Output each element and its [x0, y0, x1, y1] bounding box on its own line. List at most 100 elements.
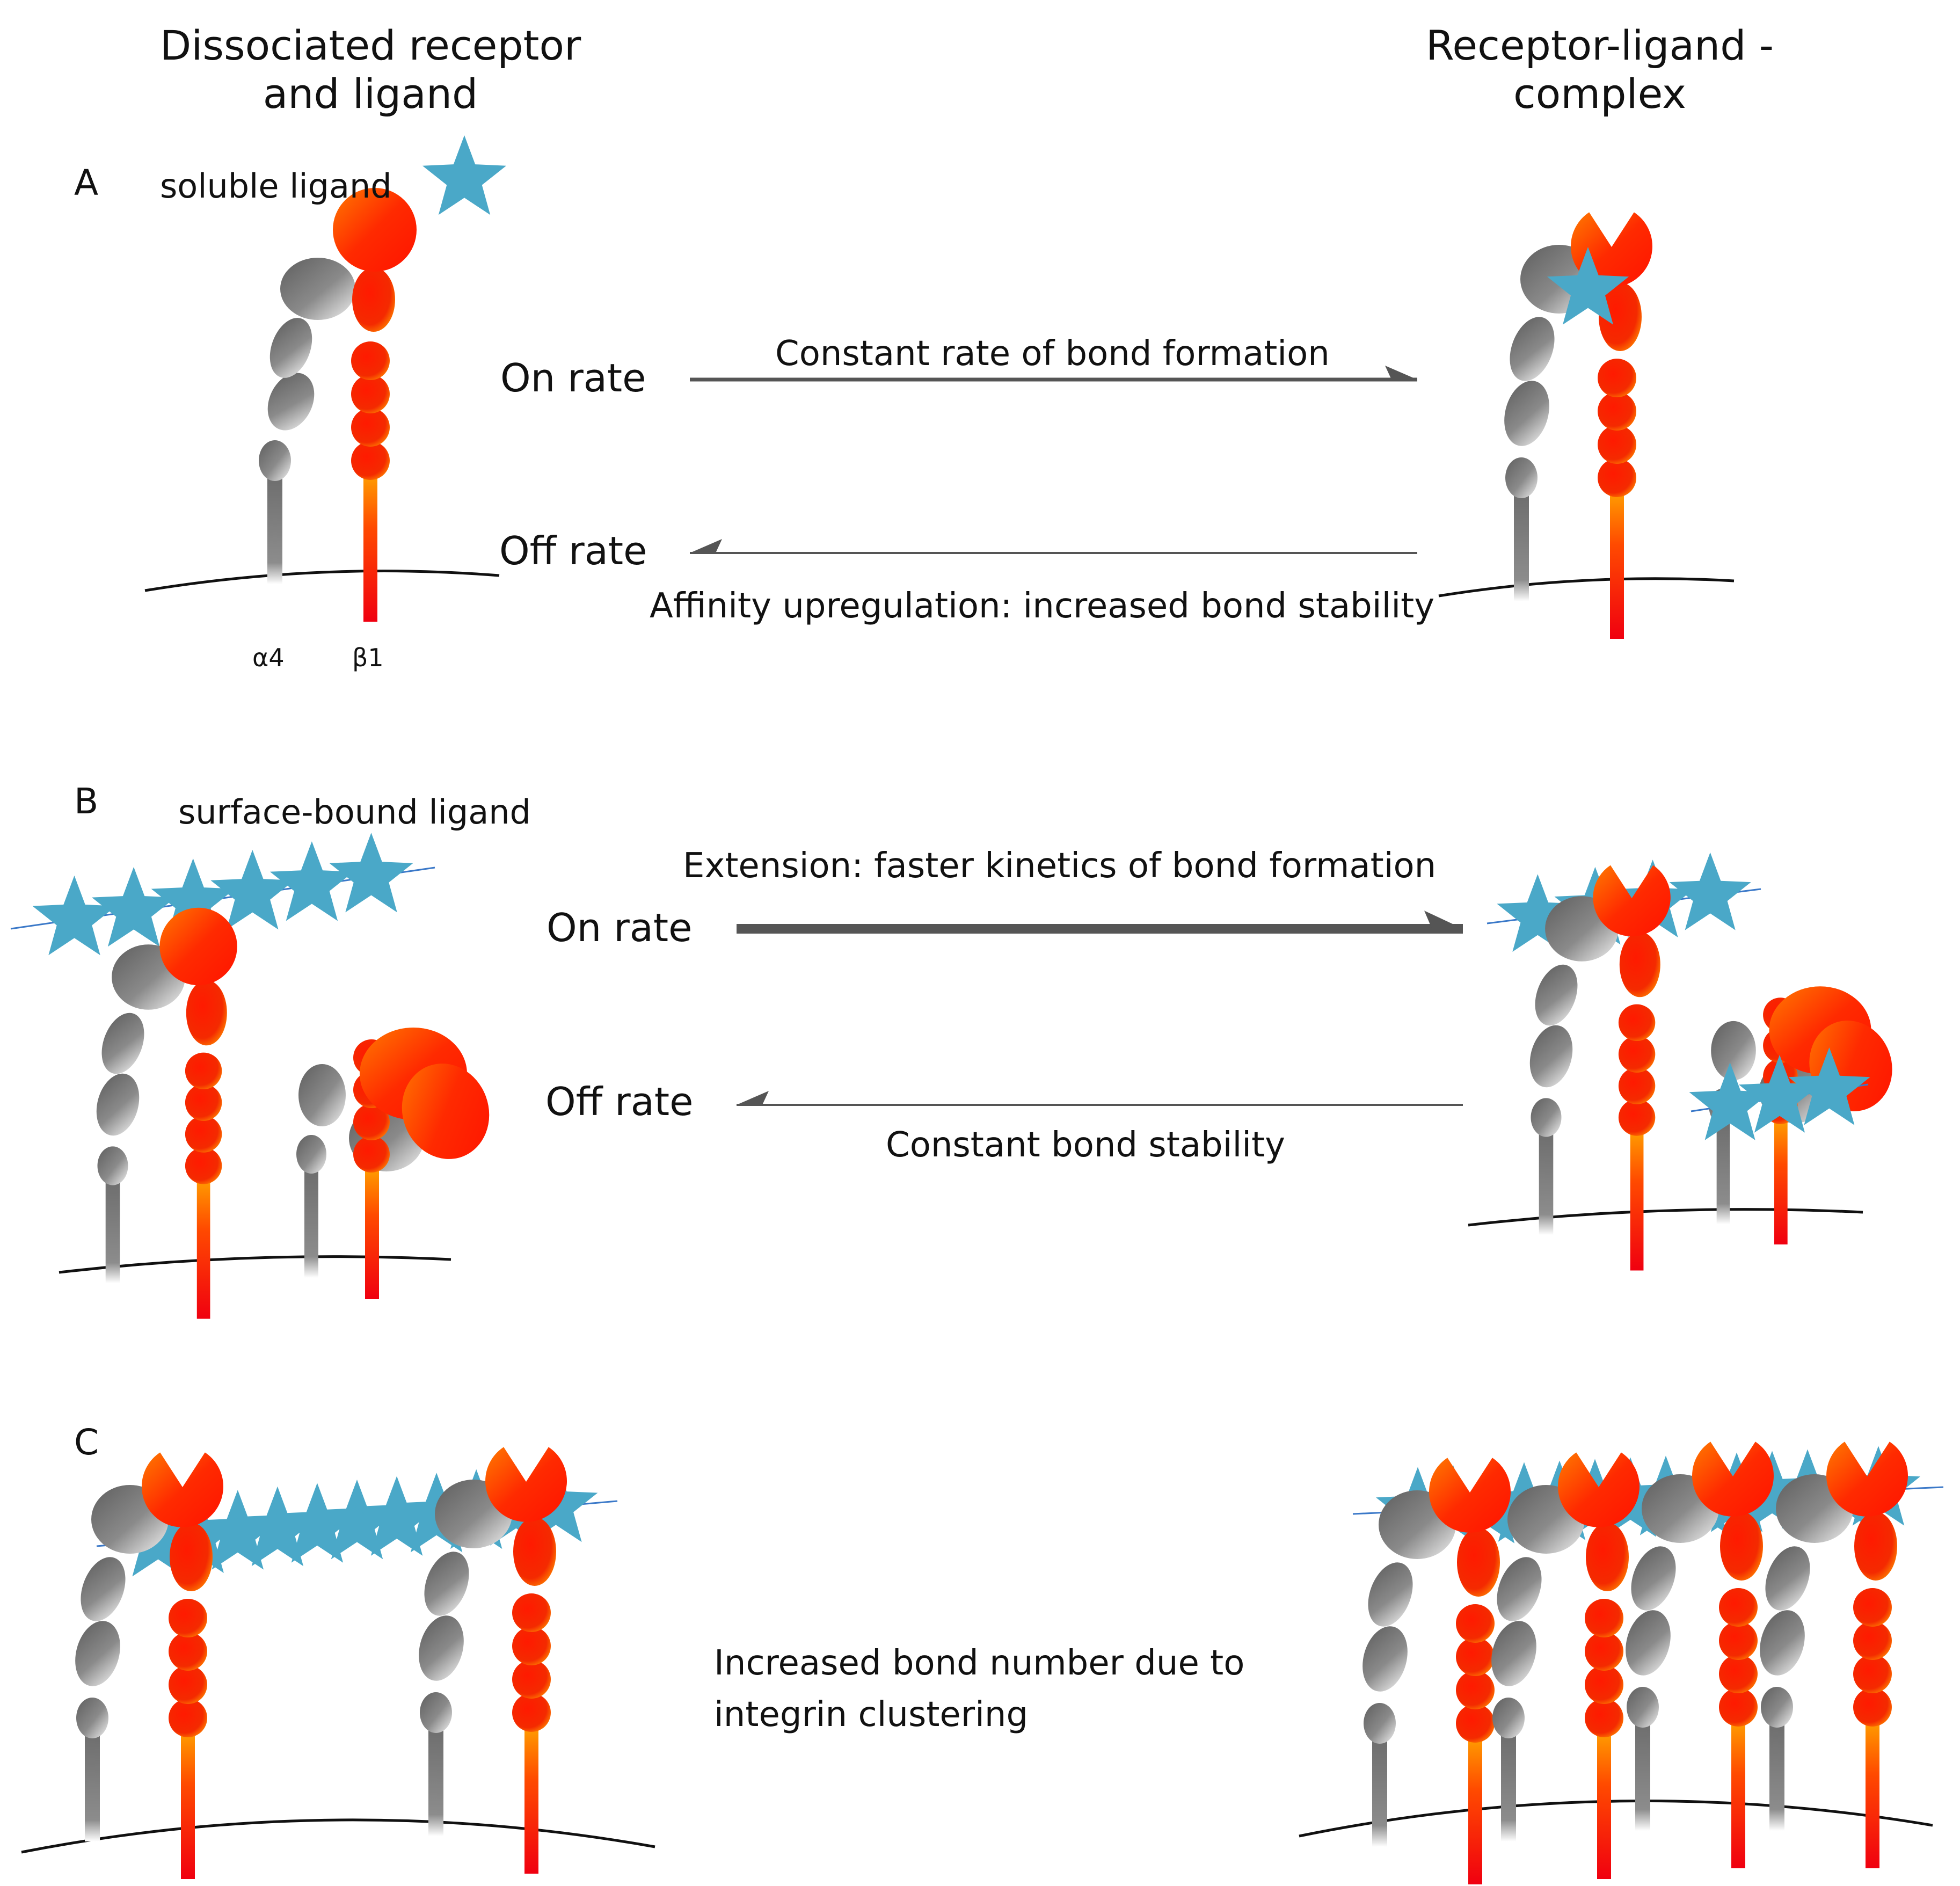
- beta-stem: [1866, 1723, 1879, 1868]
- alpha-stem: [1372, 1739, 1387, 1847]
- beta-hybrid-domain: [402, 1064, 490, 1159]
- panel-a-on-rate: On rate: [500, 355, 646, 400]
- panel-a-off-rate: Off rate: [499, 528, 647, 573]
- beta-egf-domain: [1598, 458, 1636, 497]
- beta-hybrid-domain: [1619, 931, 1660, 997]
- beta1-subunit: [1429, 1458, 1511, 1884]
- beta-stem: [365, 1170, 379, 1299]
- alpha-domain: [1510, 317, 1555, 381]
- beta-i-head: [142, 1452, 223, 1527]
- panel-b-on-arrow: [737, 911, 1463, 934]
- beta-egf-domain: [353, 1104, 390, 1140]
- alpha-domain: [1761, 1687, 1793, 1728]
- beta-hybrid-domain: [186, 980, 227, 1046]
- panel-c-letter: C: [74, 1422, 99, 1463]
- alpha4-subunit: [1362, 1490, 1456, 1847]
- alpha-domain: [1368, 1562, 1413, 1627]
- beta-egf-domain: [1853, 1588, 1892, 1627]
- beta-egf-domain: [169, 1599, 207, 1637]
- alpha-stem: [1514, 494, 1529, 601]
- beta-egf-domain: [512, 1693, 551, 1732]
- surface-bound-ligand-label: surface-bound ligand: [178, 792, 531, 832]
- ligand-star-icon: [92, 866, 176, 947]
- beta1-subunit: [142, 1452, 223, 1879]
- integrin-heterodimer: [75, 1452, 223, 1879]
- alpha4-subunit: [75, 1485, 169, 1841]
- alpha-domain: [1760, 1610, 1805, 1676]
- alpha-domain: [1627, 1687, 1659, 1728]
- beta1-subunit: [1692, 1441, 1774, 1868]
- panel-b-off-rate: Off rate: [545, 1079, 694, 1124]
- alpha-domain: [1711, 1021, 1756, 1081]
- beta-stem: [1731, 1723, 1745, 1868]
- beta-egf-domain: [1853, 1655, 1892, 1693]
- beta-egf-domain: [1456, 1704, 1495, 1743]
- ligand-star-icon: [1738, 1055, 1821, 1133]
- beta-egf-domain: [1719, 1655, 1758, 1693]
- panel-b-on-text: Extension: faster kinetics of bond forma…: [683, 846, 1437, 886]
- beta-egf-domain: [512, 1660, 551, 1699]
- beta-egf-domain: [1719, 1621, 1758, 1660]
- beta1-subunit: [333, 188, 417, 622]
- alpha-domain: [298, 1064, 346, 1126]
- alpha-stem: [428, 1729, 443, 1836]
- alpha-stem: [1635, 1723, 1650, 1831]
- beta-egf-domain: [1853, 1621, 1892, 1660]
- alpha-domain: [1535, 964, 1578, 1026]
- ligand-star-icon: [195, 1490, 280, 1570]
- beta-egf-domain: [1585, 1699, 1623, 1737]
- beta-egf-domain: [185, 1052, 222, 1090]
- integrin-heterodimer: [259, 188, 417, 622]
- alpha4-subunit: [259, 258, 355, 584]
- integrin-heterodimer: [1626, 1441, 1774, 1868]
- beta-hybrid-domain: [170, 1523, 213, 1591]
- beta-egf-domain: [1598, 359, 1636, 397]
- alpha-domain: [267, 373, 315, 431]
- beta-stem: [1597, 1734, 1611, 1879]
- beta-stem: [196, 1181, 210, 1319]
- beta-egf-domain: [169, 1665, 207, 1704]
- ligand-star-icon: [1788, 1047, 1870, 1125]
- beta-egf-domain: [351, 408, 390, 447]
- alpha-domain: [1364, 1703, 1396, 1744]
- beta-egf-domain: [1719, 1688, 1758, 1727]
- alpha-domain: [101, 1013, 144, 1074]
- cell-membrane: [21, 1818, 655, 1854]
- beta-hybrid-domain: [1854, 1512, 1897, 1581]
- ligand-star-icon: [315, 1480, 399, 1560]
- beta-stem: [181, 1734, 195, 1879]
- alpha-domain: [1529, 1025, 1573, 1088]
- integrin-heterodimer: [1491, 1452, 1640, 1879]
- alpha-domain: [81, 1557, 126, 1621]
- beta-egf-domain: [512, 1593, 551, 1632]
- beta1-subunit: [485, 1447, 567, 1874]
- alpha-domain: [419, 1615, 464, 1681]
- panel-c: [21, 1441, 1944, 1884]
- beta-stem: [1610, 494, 1624, 639]
- beta1-subunit: [159, 907, 237, 1319]
- ligand-star-icon: [329, 833, 413, 913]
- alpha-stem: [304, 1170, 318, 1278]
- alpha-domain: [96, 1073, 140, 1136]
- ligand-star-icon: [235, 1486, 319, 1567]
- beta-egf-domain: [1585, 1665, 1623, 1704]
- alpha-stem: [105, 1181, 120, 1283]
- ligand-star-icon: [210, 850, 295, 930]
- alpha-domain: [259, 440, 291, 481]
- beta-stem: [1630, 1133, 1644, 1271]
- beta-egf-domain: [1618, 1036, 1656, 1073]
- alpha4-subunit: [1491, 1485, 1585, 1841]
- alpha-domain: [1497, 1557, 1542, 1621]
- beta-hybrid-domain: [352, 267, 395, 332]
- panel-a-on-arrow: [690, 366, 1417, 382]
- alpha4-label: α4: [252, 643, 285, 672]
- cell-membrane: [144, 570, 500, 592]
- beta-egf-domain: [1598, 425, 1636, 464]
- beta-stem: [363, 477, 377, 622]
- alpha-domain: [1504, 381, 1549, 446]
- beta-hybrid-domain: [1457, 1528, 1500, 1597]
- beta-egf-domain: [1618, 1067, 1656, 1104]
- alpha-stem: [1539, 1133, 1554, 1235]
- integrin-heterodimer: [1760, 1441, 1908, 1868]
